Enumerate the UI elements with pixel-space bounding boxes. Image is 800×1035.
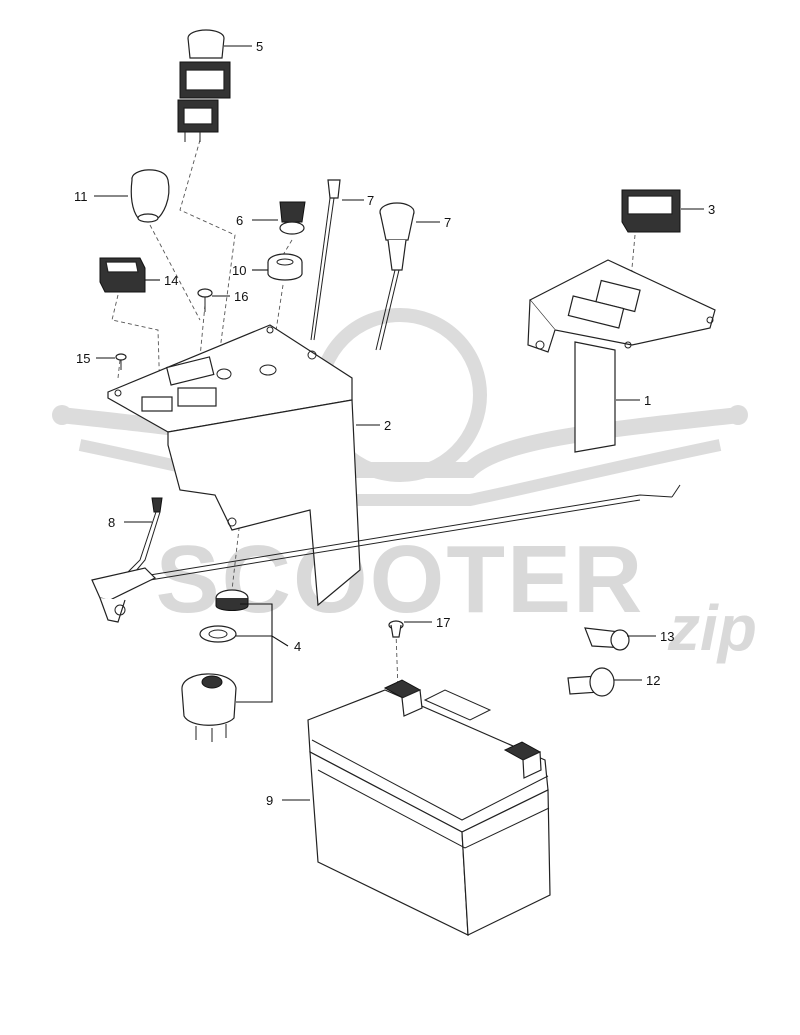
watermark-text: SCOOTER <box>156 526 645 633</box>
part-8-cable <box>91 484 681 623</box>
part-12-terminal-cap <box>567 667 615 697</box>
part-11-knob <box>130 169 170 223</box>
callout-7a: 7 <box>367 193 374 208</box>
callouts: 5 11 6 7 7 3 10 14 16 15 1 2 8 4 17 13 1… <box>74 39 715 808</box>
part-14-switch <box>99 257 146 293</box>
part-17-pin <box>388 620 404 638</box>
callout-3: 3 <box>708 202 715 217</box>
part-7-cable-left <box>310 179 341 341</box>
part-16-screw <box>197 288 213 312</box>
part-3-switch <box>621 189 681 233</box>
part-9-battery <box>307 679 551 936</box>
callout-4: 4 <box>294 639 301 654</box>
callout-13: 13 <box>660 629 674 644</box>
callout-2: 2 <box>384 418 391 433</box>
part-4-ignition <box>181 589 249 742</box>
callout-6: 6 <box>236 213 243 228</box>
callout-8: 8 <box>108 515 115 530</box>
part-10-grommet <box>267 253 303 281</box>
callout-15: 15 <box>76 351 90 366</box>
callout-9: 9 <box>266 793 273 808</box>
part-7-cable-right <box>375 202 415 351</box>
part-15-screw <box>115 353 127 370</box>
part-1-bracket <box>527 259 716 453</box>
callout-7b: 7 <box>444 215 451 230</box>
alignment-lines <box>111 139 636 691</box>
callout-5: 5 <box>256 39 263 54</box>
part-2-bracket <box>107 324 361 607</box>
callout-10: 10 <box>232 263 246 278</box>
callout-11: 11 <box>74 189 88 204</box>
callout-1: 1 <box>644 393 651 408</box>
watermark: SCOOTER zip <box>52 308 757 664</box>
callout-17: 17 <box>436 615 450 630</box>
watermark-suffix: zip <box>667 592 757 664</box>
callout-12: 12 <box>646 673 660 688</box>
callout-14: 14 <box>164 273 178 288</box>
part-6-small-knob <box>279 201 306 235</box>
watermark-dot-right <box>728 405 748 425</box>
watermark-dot-left <box>52 405 72 425</box>
part-5-switch <box>177 29 231 142</box>
callout-16: 16 <box>234 289 248 304</box>
part-13-terminal-cap <box>584 627 630 651</box>
leader-lines <box>94 45 704 801</box>
